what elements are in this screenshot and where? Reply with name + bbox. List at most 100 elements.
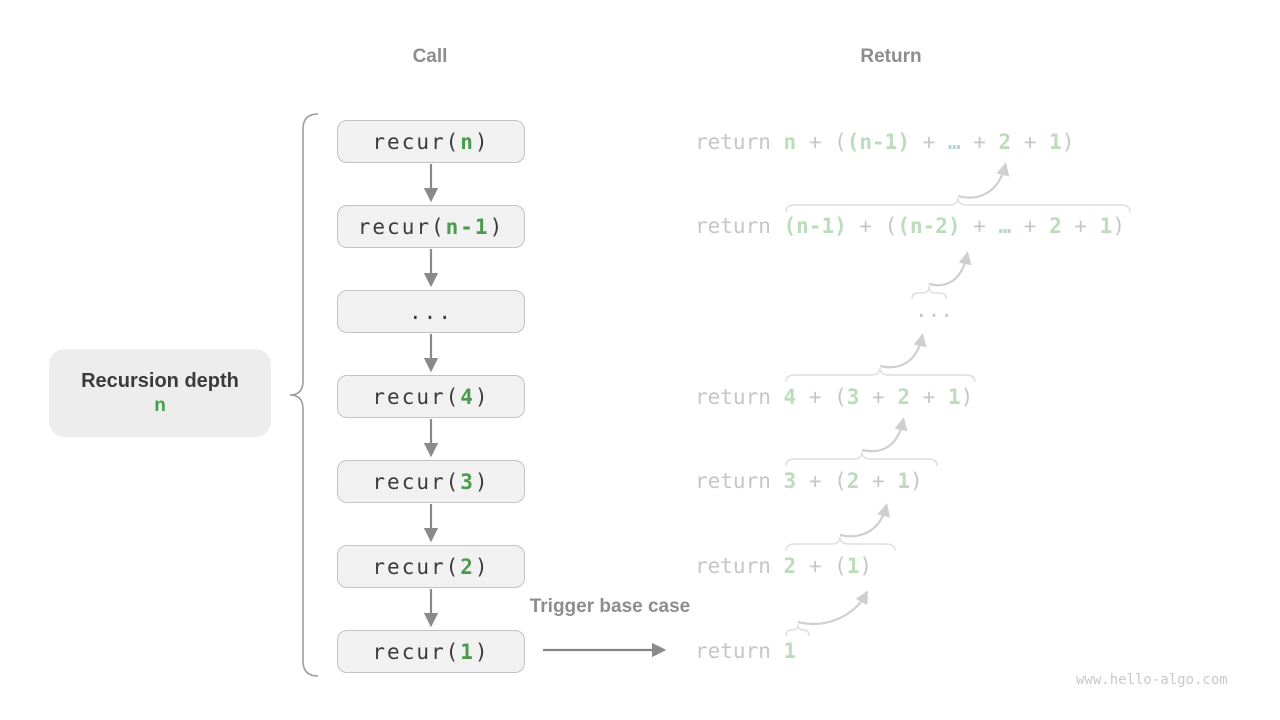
- call-box-recur-1: recur(1): [337, 630, 525, 673]
- code-token: ): [1112, 214, 1125, 238]
- code-token: (n-1): [783, 214, 847, 238]
- code-token: recur(: [372, 469, 461, 494]
- code-token: return: [695, 554, 784, 578]
- code-token: return: [695, 469, 784, 493]
- recursion-depth-value: n: [154, 395, 166, 416]
- return-row-n-1: return (n-1) + ((n-2) + … + 2 + 1): [695, 205, 1125, 247]
- code-token: +: [859, 385, 898, 409]
- code-token: recur(: [372, 639, 461, 664]
- code-token: +: [910, 385, 948, 409]
- return-row-n: return n + ((n-1) + … + 2 + 1): [695, 121, 1074, 163]
- code-token: 1: [1049, 130, 1062, 154]
- return-swoosh-arrow-3: [928, 251, 972, 287]
- code-token: ): [474, 384, 490, 409]
- call-box-code: recur(3): [372, 470, 489, 494]
- code-token: n: [783, 130, 797, 154]
- code-token: 3: [846, 385, 860, 409]
- recursion-depth-title: Recursion depth: [81, 370, 239, 392]
- call-box-code: recur(n-1): [358, 215, 504, 239]
- code-token: return: [695, 385, 784, 409]
- return-row-4: return 4 + (3 + 2 + 1): [695, 376, 973, 418]
- return-row-1: return 1: [695, 630, 796, 672]
- return-row-ellipsis: ...: [915, 289, 953, 331]
- call-box-recur-4: recur(4): [337, 375, 525, 418]
- code-token: n: [460, 129, 475, 154]
- trigger-base-case-label: Trigger base case: [529, 596, 691, 617]
- code-token: 2: [998, 130, 1012, 154]
- code-token: +: [909, 130, 948, 154]
- return-swoosh-arrow-2: [957, 162, 1010, 199]
- watermark: www.hello-algo.com: [1076, 672, 1228, 688]
- call-box-recur-n: recur(n): [337, 120, 525, 163]
- code-token: return: [695, 214, 784, 238]
- code-token: n-1: [445, 214, 490, 239]
- return-swoosh-arrow-5: [861, 417, 908, 453]
- code-token: + (: [796, 385, 847, 409]
- code-token: …: [998, 214, 1012, 238]
- code-token: ): [489, 214, 505, 239]
- code-token: recur(: [372, 129, 461, 154]
- code-token: ...: [915, 298, 953, 322]
- code-token: 1: [460, 639, 475, 664]
- code-token: 3: [460, 469, 475, 494]
- code-token: (n-2): [897, 214, 961, 238]
- code-token: + (: [796, 554, 847, 578]
- call-box-ellipsis: ...: [337, 290, 525, 333]
- recursion-depth-label: Recursion depth n: [49, 349, 271, 437]
- return-row-3: return 3 + (2 + 1): [695, 460, 923, 502]
- return-swoosh-arrow-7: [797, 590, 868, 625]
- call-box-code: recur(2): [372, 555, 489, 579]
- code-token: return: [695, 130, 784, 154]
- call-header: Call: [412, 46, 448, 67]
- code-token: 1: [897, 469, 910, 493]
- code-token: + (: [796, 130, 847, 154]
- code-token: +: [960, 130, 999, 154]
- code-token: +: [960, 214, 999, 238]
- code-token: ): [474, 469, 490, 494]
- code-token: …: [947, 130, 961, 154]
- call-box-code: recur(n): [372, 130, 489, 154]
- code-token: return: [695, 639, 784, 663]
- code-token: 1: [947, 385, 961, 409]
- code-token: +: [859, 469, 898, 493]
- code-token: ): [859, 554, 873, 578]
- code-token: 1: [783, 639, 797, 663]
- call-box-code: recur(1): [372, 640, 489, 664]
- code-token: 2: [1049, 214, 1062, 238]
- code-token: recur(: [372, 384, 461, 409]
- code-token: recur(: [357, 214, 446, 239]
- call-box-code: ...: [409, 300, 453, 324]
- call-box-recur-3: recur(3): [337, 460, 525, 503]
- code-token: 2: [846, 469, 860, 493]
- code-token: 2: [783, 554, 797, 578]
- code-token: +: [1011, 214, 1050, 238]
- code-token: ): [474, 639, 490, 664]
- code-token: 1: [846, 554, 860, 578]
- code-token: 4: [460, 384, 475, 409]
- code-token: (n-1): [846, 130, 910, 154]
- code-token: 2: [460, 554, 475, 579]
- code-token: ): [474, 554, 490, 579]
- code-token: 1: [1099, 214, 1113, 238]
- code-token: +: [1061, 214, 1100, 238]
- code-token: 2: [897, 385, 910, 409]
- call-box-code: recur(4): [372, 385, 489, 409]
- return-swoosh-arrow-4: [879, 333, 927, 369]
- code-token: +: [1011, 130, 1050, 154]
- call-box-recur-n-1: recur(n-1): [337, 205, 525, 248]
- return-row-2: return 2 + (1): [695, 545, 872, 587]
- code-token: ...: [409, 299, 453, 324]
- code-token: 4: [783, 385, 797, 409]
- code-token: ): [474, 129, 490, 154]
- code-token: + (: [846, 214, 898, 238]
- code-token: 3: [783, 469, 797, 493]
- return-header: Return: [860, 46, 922, 67]
- recursion-depth-brace: [289, 113, 319, 677]
- code-token: ): [910, 469, 923, 493]
- code-token: ): [1061, 130, 1075, 154]
- code-token: + (: [796, 469, 847, 493]
- return-swoosh-arrow-6: [839, 503, 891, 538]
- code-token: recur(: [372, 554, 461, 579]
- code-token: ): [960, 385, 974, 409]
